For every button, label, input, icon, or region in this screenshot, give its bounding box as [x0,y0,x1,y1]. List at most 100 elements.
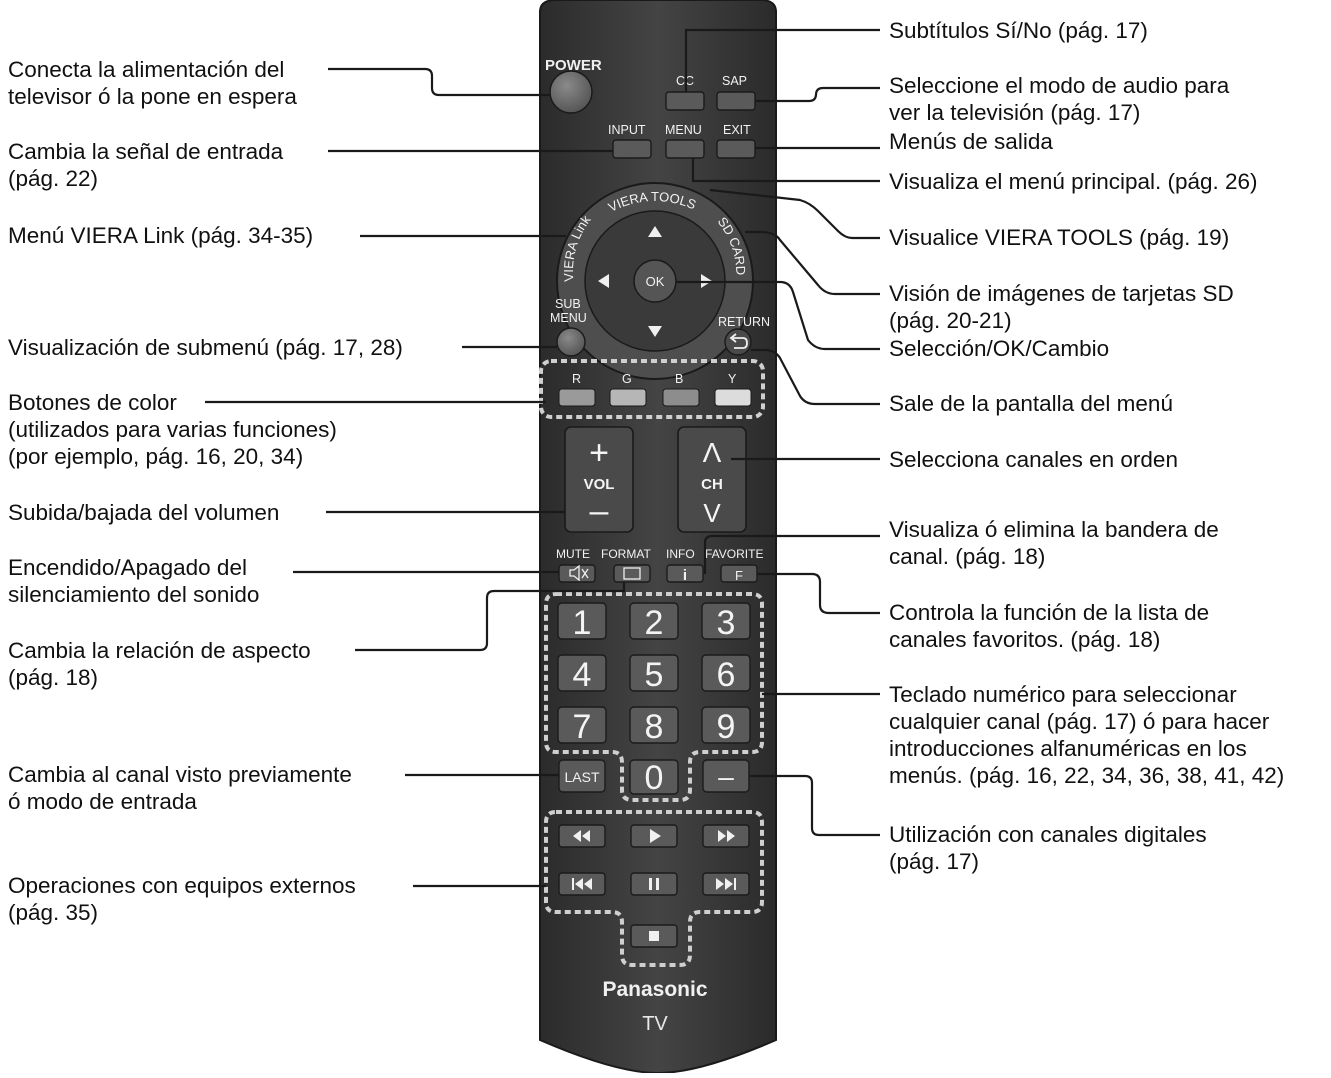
color-button-blue[interactable] [662,388,700,407]
callout-last-1: Cambia al canal visto previamente [8,762,352,787]
callout-format-1: Cambia la relación de aspecto [8,638,311,663]
left-callouts: Conecta la alimentación del televisor ó … [8,57,403,925]
mute-button[interactable] [558,564,596,583]
color-label-y: Y [728,372,737,386]
color-button-yellow[interactable] [714,388,752,407]
callout-favorite-2: canales favoritos. (pág. 18) [889,627,1160,652]
skip-back-icon [572,878,592,890]
number-button-6[interactable] [701,654,751,692]
exit-label: EXIT [723,123,751,137]
model-label: TV [642,1013,668,1035]
callout-return-1: Sale de la pantalla del menú [889,391,1173,416]
sap-label: SAP [722,74,747,88]
number-button-8[interactable] [629,706,679,744]
callout-input-2: (pág. 22) [8,166,98,191]
sub-menu-button[interactable] [556,327,586,357]
last-label: LAST [564,769,599,785]
callout-numeric-3: introducciones alfanuméricas en los [889,736,1247,761]
callout-viera-link-1: Menú VIERA Link (pág. 34-35) [8,223,313,248]
input-button[interactable] [612,139,652,159]
sub-menu-label-2: MENU [550,311,587,325]
dash-label: – [718,761,734,792]
number-button-3[interactable] [701,602,751,640]
callout-menu-1: Visualiza el menú principal. (pág. 26) [889,169,1258,194]
arrow-down-button[interactable] [648,326,662,337]
number-button-1[interactable] [557,602,607,640]
volume-label: VOL [584,476,615,493]
power-button[interactable] [549,70,593,114]
callout-exit-1: Menús de salida [889,129,1053,154]
number-label-7: 7 [573,708,592,746]
number-label-8: 8 [645,708,664,746]
number-button-4[interactable] [557,654,607,692]
favorite-glyph: F [735,568,743,583]
number-label-4: 4 [573,656,592,694]
number-button-7[interactable] [557,706,607,744]
callout-mute-1: Encendido/Apagado del [8,555,247,580]
callout-info-1: Visualiza ó elimina la bandera de [889,517,1219,542]
callout-volume-1: Subida/bajada del volumen [8,500,279,525]
callout-numeric-2: cualquier canal (pág. 17) ó para hacer [889,709,1270,734]
arrow-up-button[interactable] [648,226,662,237]
pause-icon [649,878,659,890]
mute-icon [569,564,589,582]
number-button-5[interactable] [629,654,679,692]
callout-input-1: Cambia la señal de entrada [8,139,284,164]
color-button-red[interactable] [558,388,596,407]
callout-format-2: (pág. 18) [8,665,98,690]
callout-power-2: televisor ó la pone en espera [8,84,297,109]
number-label-2: 2 [645,604,664,642]
number-label-6: 6 [717,656,736,694]
number-label-3: 3 [717,604,736,642]
power-label: POWER [545,57,602,74]
exit-button[interactable] [716,139,756,159]
callout-digital-2: (pág. 17) [889,849,979,874]
number-button-2[interactable] [629,602,679,640]
channel-rocker[interactable] [677,426,747,533]
menu-button[interactable] [665,139,705,159]
callout-color-2: (utilizados para varias funciones) [8,417,337,442]
color-buttons-frame [539,359,765,419]
callout-digital-1: Utilización con canales digitales [889,822,1207,847]
volume-down-label: – [590,492,609,530]
callout-color-1: Botones de color [8,390,177,415]
callout-sap-1: Seleccione el modo de audio para [889,73,1230,98]
callout-cc-1: Subtítulos Sí/No (pág. 17) [889,18,1148,43]
menu-label: MENU [665,123,702,137]
callout-numeric-1: Teclado numérico para seleccionar [889,682,1237,707]
leader-lines [205,28,880,888]
volume-up-label: + [589,434,609,472]
brand-logo: Panasonic [602,978,707,1001]
callout-last-2: ó modo de entrada [8,789,197,814]
callout-sap-2: ver la televisión (pág. 17) [889,100,1140,125]
callout-viera-tools-1: Visualice VIERA TOOLS (pág. 19) [889,225,1229,250]
info-button[interactable] [666,564,704,583]
color-label-g: G [622,372,632,386]
callout-favorite-1: Controla la función de la lista de [889,600,1209,625]
callout-sd-card-1: Visión de imágenes de tarjetas SD [889,281,1234,306]
color-label-r: R [572,372,581,386]
format-label: FORMAT [601,547,651,561]
color-label-b: B [675,372,683,386]
number-button-0[interactable] [629,759,679,795]
callout-info-2: canal. (pág. 18) [889,544,1045,569]
callout-channel-1: Selecciona canales en orden [889,447,1178,472]
number-label-9: 9 [717,708,736,746]
color-button-green[interactable] [609,388,647,407]
cc-button[interactable] [665,91,705,111]
arrow-left-button[interactable] [598,274,609,288]
return-icon [729,333,748,349]
volume-rocker[interactable] [564,426,634,533]
pause-button[interactable] [630,872,678,896]
skip-forward-icon [716,878,736,890]
format-button[interactable] [613,564,651,583]
rewind-icon [573,830,590,842]
favorite-label: FAVORITE [705,547,763,561]
channel-down-label: V [703,498,721,528]
number-button-9[interactable] [701,706,751,744]
callout-sub-menu-1: Visualización de submenú (pág. 17, 28) [8,335,403,360]
sap-button[interactable] [716,91,756,111]
